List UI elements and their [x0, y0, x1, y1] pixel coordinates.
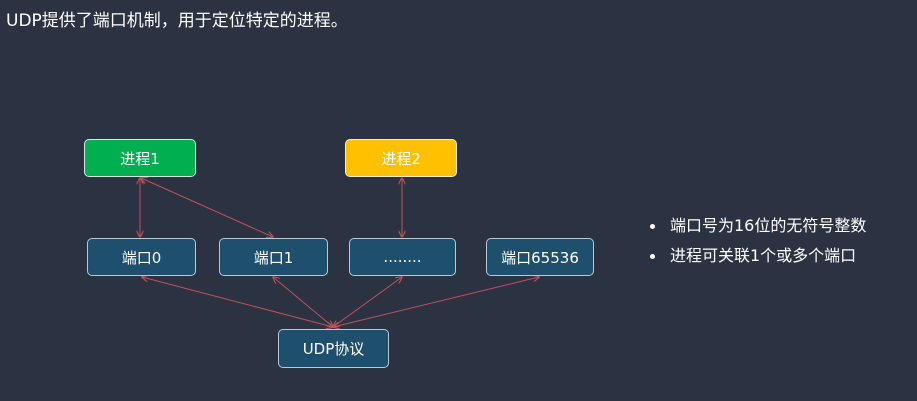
bullet-item: 端口号为16位的无符号整数	[650, 211, 866, 241]
port-ellipsis-label: ........	[383, 248, 422, 266]
bullet-item: 进程可关联1个或多个端口	[650, 241, 866, 271]
link-udp-ports	[333, 277, 402, 327]
bullet-text: 端口号为16位的无符号整数	[670, 216, 867, 235]
port-0-label: 端口0	[121, 248, 162, 267]
process-2-box: 进程2	[345, 139, 457, 177]
process-1-label: 进程1	[120, 149, 160, 168]
port-ellipsis-box: ........	[349, 238, 456, 276]
udp-protocol-box: UDP协议	[278, 329, 389, 368]
slide-title: UDP提供了端口机制，用于定位特定的进程。	[6, 11, 348, 31]
link-udp-port0	[142, 277, 333, 327]
port-1-label: 端口1	[253, 248, 294, 267]
link-process1-port1	[141, 178, 273, 237]
port-65536-label: 端口65536	[501, 248, 579, 267]
bullet-dot-icon	[650, 223, 655, 229]
bullet-text: 进程可关联1个或多个端口	[670, 246, 857, 265]
bullet-list: 端口号为16位的无符号整数 进程可关联1个或多个端口	[650, 211, 866, 271]
port-0-box: 端口0	[87, 238, 196, 276]
port-65536-box: 端口65536	[486, 238, 594, 276]
link-udp-port1	[273, 277, 333, 327]
link-udp-port65536	[333, 277, 539, 327]
process-1-box: 进程1	[84, 139, 196, 177]
process-2-label: 进程2	[381, 149, 421, 168]
bullet-dot-icon	[650, 253, 655, 259]
port-1-box: 端口1	[219, 238, 328, 276]
udp-protocol-label: UDP协议	[302, 340, 365, 358]
